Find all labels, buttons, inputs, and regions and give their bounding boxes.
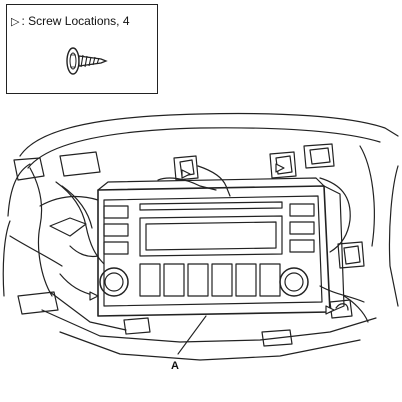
preset-button-5 — [235, 263, 257, 297]
right-button-2 — [289, 221, 315, 235]
volume-knob — [99, 267, 129, 297]
preset-button-1 — [139, 263, 161, 297]
lower-vent-left — [123, 317, 151, 335]
screw-marker-2 — [275, 163, 285, 173]
dashboard-outline — [19, 112, 399, 157]
legend-text: : Screw Locations, 4 — [21, 14, 130, 28]
callout-label-a: A — [171, 360, 179, 372]
triangle-right-icon: ▷ — [11, 16, 20, 28]
screw-icon — [66, 47, 108, 75]
screw-marker-4 — [325, 305, 335, 315]
left-button-2 — [103, 223, 129, 237]
audio-unit-removal-diagram — [2, 112, 399, 361]
preset-button-4 — [211, 263, 233, 297]
screw-marker-3 — [89, 291, 99, 301]
left-button-3 — [103, 241, 129, 255]
callout-leader — [177, 315, 207, 355]
legend-label: ▷: Screw Locations, 4 — [11, 14, 130, 28]
left-button-1 — [103, 205, 129, 219]
screw-marker-1 — [181, 169, 191, 179]
lower-vent-right — [261, 329, 293, 347]
right-button-3 — [289, 239, 315, 253]
bracket-right — [269, 151, 297, 179]
preset-button-2 — [163, 263, 185, 297]
display-window — [139, 215, 283, 257]
preset-button-6 — [259, 263, 281, 297]
cd-slot — [139, 201, 283, 211]
legend-box: ▷: Screw Locations, 4 — [6, 4, 158, 94]
bracket-left — [173, 155, 199, 181]
right-button-1 — [289, 203, 315, 217]
preset-button-3 — [187, 263, 209, 297]
tune-knob — [279, 267, 309, 297]
